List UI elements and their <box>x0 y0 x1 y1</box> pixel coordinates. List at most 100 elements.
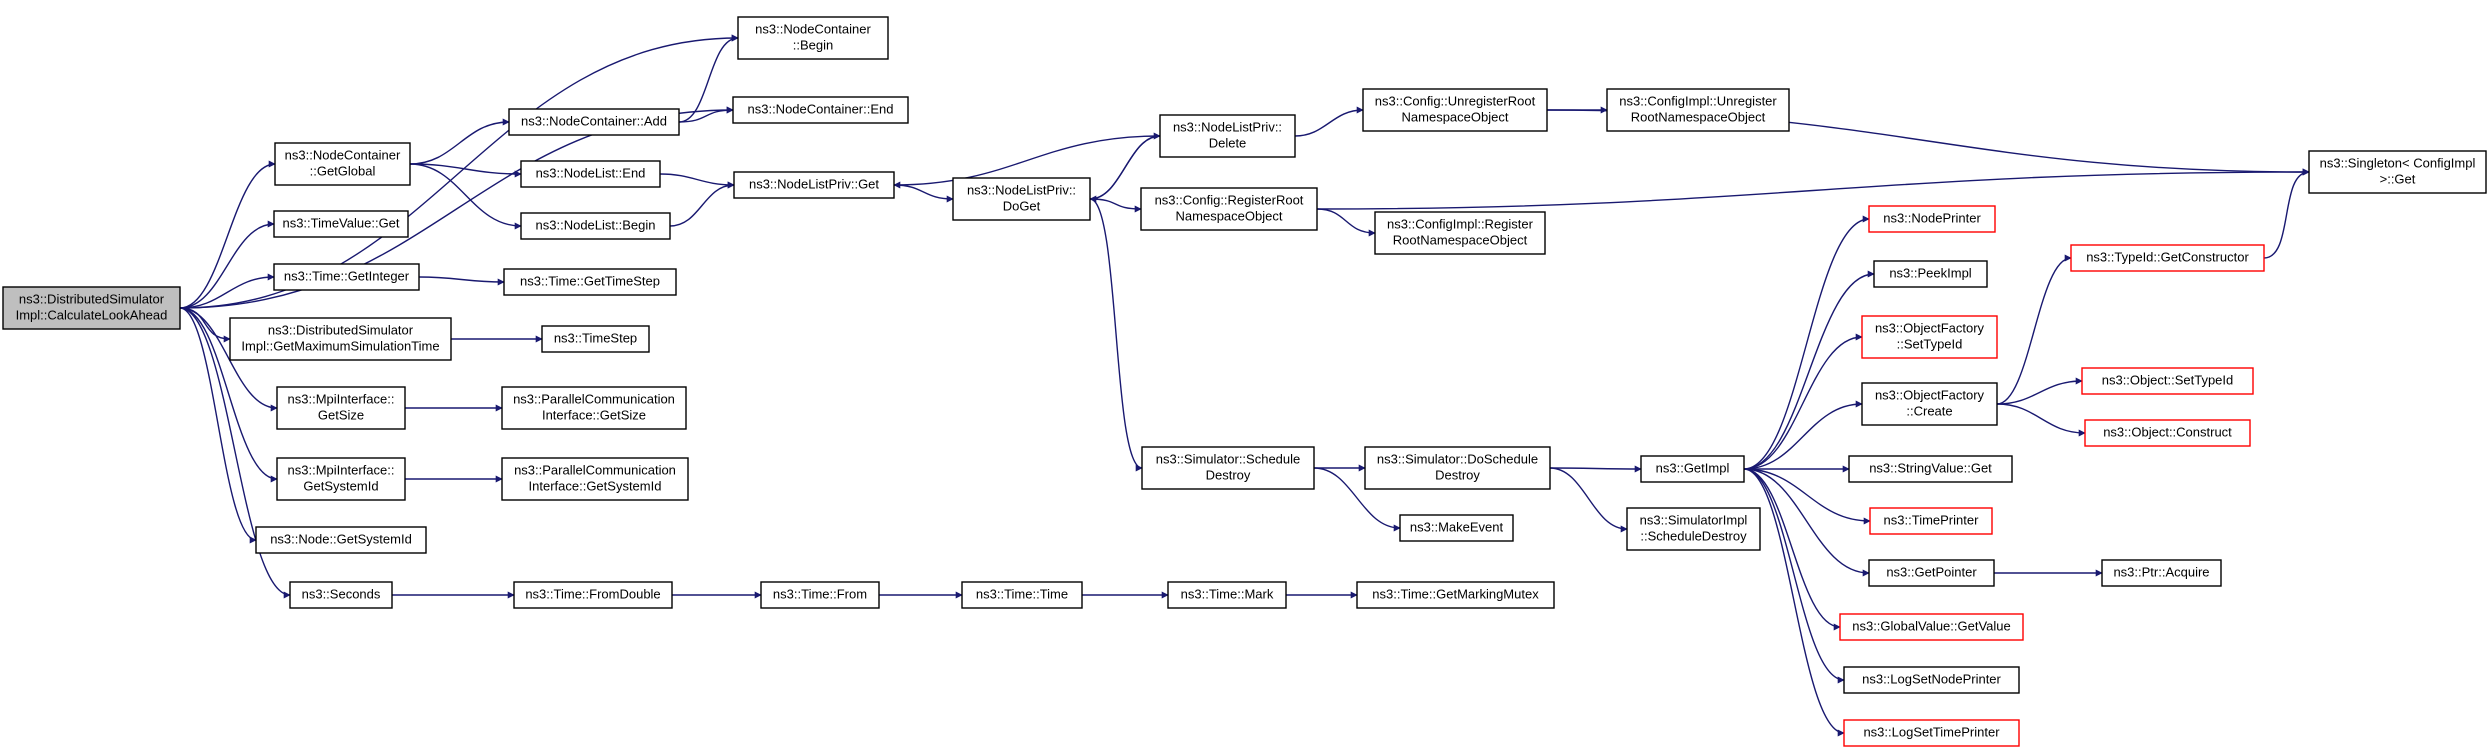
call-edge-n35-n39 <box>1743 333 1863 470</box>
node-node-list-priv-delete[interactable]: ns3::NodeListPriv::Delete <box>1159 114 1296 158</box>
node-config-unregister-root[interactable]: ns3::Config::UnregisterRootNamespaceObje… <box>1362 88 1548 132</box>
node-global-value-get-value[interactable]: ns3::GlobalValue::GetValue <box>1839 613 2024 641</box>
svg-text:Destroy: Destroy <box>1435 467 1480 482</box>
svg-text:ns3::Time::FromDouble: ns3::Time::FromDouble <box>525 586 660 601</box>
node-get-pointer[interactable]: ns3::GetPointer <box>1868 559 1995 587</box>
svg-text:ns3::NodeContainer: ns3::NodeContainer <box>755 21 871 36</box>
svg-text:ns3::DistributedSimulator: ns3::DistributedSimulator <box>19 291 165 306</box>
svg-text:ns3::Time::GetInteger: ns3::Time::GetInteger <box>284 268 410 283</box>
node-log-set-node-printer[interactable]: ns3::LogSetNodePrinter <box>1843 666 2020 694</box>
call-edge-n32-n34 <box>1313 467 1401 532</box>
svg-text:ns3::Simulator::Schedule: ns3::Simulator::Schedule <box>1156 451 1301 466</box>
node-node-printer[interactable]: ns3::NodePrinter <box>1868 205 1996 233</box>
svg-text:ns3::LogSetTimePrinter: ns3::LogSetTimePrinter <box>1863 724 2000 739</box>
node-object-construct[interactable]: ns3::Object::Construct <box>2084 419 2251 447</box>
node-config-impl-register-root[interactable]: ns3::ConfigImpl::RegisterRootNamespaceOb… <box>1374 211 1546 255</box>
call-edge-n33-n35 <box>1549 465 1642 473</box>
node-object-factory-set-type-id[interactable]: ns3::ObjectFactory::SetTypeId <box>1861 315 1998 359</box>
svg-text:ns3::NodeContainer: ns3::NodeContainer <box>285 147 401 162</box>
call-edge-n7-n8 <box>669 181 735 227</box>
node-time-get-integer[interactable]: ns3::Time::GetInteger <box>273 263 420 291</box>
node-parallel-communication-get-system-id[interactable]: ns3::ParallelCommunicationInterface::Get… <box>501 457 689 501</box>
svg-text:ns3::Config::RegisterRoot: ns3::Config::RegisterRoot <box>1155 192 1304 207</box>
svg-text:ns3::NodeListPriv::: ns3::NodeListPriv:: <box>967 182 1076 197</box>
node-node-container-end[interactable]: ns3::NodeContainer::End <box>732 96 909 124</box>
svg-text:::SetTypeId: ::SetTypeId <box>1897 336 1963 351</box>
node-singleton-config-impl-get[interactable]: ns3::Singleton< ConfigImpl >::Get <box>2308 150 2487 194</box>
node-mpi-interface-get-system-id[interactable]: ns3::MpiInterface::GetSystemId <box>276 457 406 501</box>
node-time-printer[interactable]: ns3::TimePrinter <box>1869 507 1993 535</box>
call-edge-n4-n6 <box>409 163 522 178</box>
node-object-factory-create[interactable]: ns3::ObjectFactory::Create <box>1861 382 1998 426</box>
svg-text:ns3::TimePrinter: ns3::TimePrinter <box>1884 512 1980 527</box>
svg-text:ns3::Time::Time: ns3::Time::Time <box>976 586 1068 601</box>
svg-text:Impl::GetMaximumSimulationTime: Impl::GetMaximumSimulationTime <box>241 338 439 353</box>
call-edge-n9-n13 <box>1089 198 1142 213</box>
node-time-get-time-step[interactable]: ns3::Time::GetTimeStep <box>503 268 677 296</box>
svg-text:ns3::Config::UnregisterRoot: ns3::Config::UnregisterRoot <box>1375 93 1536 108</box>
node-time-time[interactable]: ns3::Time::Time <box>961 581 1083 609</box>
node-node-get-system-id[interactable]: ns3::Node::GetSystemId <box>255 526 427 554</box>
call-edge-n17-n18 <box>418 276 505 286</box>
svg-text:RootNamespaceObject: RootNamespaceObject <box>1631 109 1766 124</box>
svg-text:ns3::NodePrinter: ns3::NodePrinter <box>1883 210 1981 225</box>
svg-text:Impl::CalculateLookAhead: Impl::CalculateLookAhead <box>16 307 168 322</box>
node-node-container-begin[interactable]: ns3::NodeContainer::Begin <box>737 16 889 60</box>
node-time-get-marking-mutex[interactable]: ns3::Time::GetMarkingMutex <box>1356 581 1555 609</box>
node-time-mark[interactable]: ns3::Time::Mark <box>1167 581 1287 609</box>
node-parallel-communication-get-size[interactable]: ns3::ParallelCommunicationInterface::Get… <box>501 386 687 430</box>
node-node-list-begin[interactable]: ns3::NodeList::Begin <box>520 212 671 240</box>
call-edge-n1-n25 <box>179 307 257 544</box>
node-peek-impl[interactable]: ns3::PeekImpl <box>1873 260 1988 288</box>
svg-text:ns3::Node::GetSystemId: ns3::Node::GetSystemId <box>270 531 412 546</box>
node-time-value-get[interactable]: ns3::TimeValue::Get <box>273 210 409 238</box>
svg-text:ns3::MpiInterface::: ns3::MpiInterface:: <box>288 462 395 477</box>
node-string-value-get[interactable]: ns3::StringValue::Get <box>1848 455 2013 483</box>
svg-text:GetSize: GetSize <box>318 407 364 422</box>
node-node-container-add[interactable]: ns3::NodeContainer::Add <box>508 108 680 136</box>
node-simulator-impl-schedule-destroy[interactable]: ns3::SimulatorImpl::ScheduleDestroy <box>1626 507 1761 551</box>
node-calculate-look-ahead[interactable]: ns3::DistributedSimulatorImpl::Calculate… <box>2 286 181 330</box>
node-config-impl-unregister-root[interactable]: ns3::ConfigImpl::UnregisterRootNamespace… <box>1606 88 1790 132</box>
call-edge-n13-n14 <box>1316 208 1376 237</box>
svg-text:ns3::Time::Mark: ns3::Time::Mark <box>1181 586 1274 601</box>
call-edge-n1-n26 <box>179 307 291 599</box>
svg-text:ns3::Singleton< ConfigImpl: ns3::Singleton< ConfigImpl <box>2320 155 2476 170</box>
node-ptr-acquire[interactable]: ns3::Ptr::Acquire <box>2101 559 2222 587</box>
svg-text:ns3::Time::GetTimeStep: ns3::Time::GetTimeStep <box>520 273 660 288</box>
node-node-list-priv-do-get[interactable]: ns3::NodeListPriv::DoGet <box>952 177 1091 221</box>
node-object-set-type-id[interactable]: ns3::Object::SetTypeId <box>2081 367 2254 395</box>
node-simulator-schedule-destroy[interactable]: ns3::Simulator::ScheduleDestroy <box>1141 446 1315 490</box>
svg-text:ns3::NodeContainer::End: ns3::NodeContainer::End <box>748 101 894 116</box>
call-edge-n35-n42 <box>1743 468 1871 525</box>
node-log-set-time-printer[interactable]: ns3::LogSetTimePrinter <box>1843 719 2020 747</box>
svg-text:ns3::GetPointer: ns3::GetPointer <box>1886 564 1977 579</box>
svg-text:ns3::StringValue::Get: ns3::StringValue::Get <box>1869 460 1992 475</box>
call-edge-n4-n5 <box>409 118 510 165</box>
node-time-from-double[interactable]: ns3::Time::FromDouble <box>513 581 673 609</box>
node-make-event[interactable]: ns3::MakeEvent <box>1399 514 1514 542</box>
svg-text:Interface::GetSize: Interface::GetSize <box>542 407 646 422</box>
node-time-step[interactable]: ns3::TimeStep <box>541 325 650 353</box>
node-mpi-interface-get-size[interactable]: ns3::MpiInterface::GetSize <box>276 386 406 430</box>
call-edge-n10-n9 <box>1089 135 1161 203</box>
call-edge-n5-n3 <box>678 106 734 123</box>
svg-text:ns3::Seconds: ns3::Seconds <box>302 586 381 601</box>
svg-text:::Begin: ::Begin <box>793 37 833 52</box>
node-type-id-get-constructor[interactable]: ns3::TypeId::GetConstructor <box>2070 244 2265 272</box>
node-seconds[interactable]: ns3::Seconds <box>289 581 393 609</box>
node-get-maximum-simulation-time[interactable]: ns3::DistributedSimulatorImpl::GetMaximu… <box>229 317 452 361</box>
svg-text:ns3::ParallelCommunication: ns3::ParallelCommunication <box>514 462 676 477</box>
node-get-impl[interactable]: ns3::GetImpl <box>1640 455 1745 483</box>
svg-text:ns3::Time::GetMarkingMutex: ns3::Time::GetMarkingMutex <box>1372 586 1539 601</box>
svg-text:ns3::PeekImpl: ns3::PeekImpl <box>1889 265 1971 280</box>
node-node-list-priv-get[interactable]: ns3::NodeListPriv::Get <box>733 171 895 199</box>
node-time-from[interactable]: ns3::Time::From <box>760 581 880 609</box>
svg-text:ns3::TypeId::GetConstructor: ns3::TypeId::GetConstructor <box>2086 249 2249 264</box>
node-node-list-end[interactable]: ns3::NodeList::End <box>520 160 661 188</box>
node-node-container-get-global[interactable]: ns3::NodeContainer::GetGlobal <box>274 142 411 186</box>
svg-text:Interface::GetSystemId: Interface::GetSystemId <box>529 478 662 493</box>
